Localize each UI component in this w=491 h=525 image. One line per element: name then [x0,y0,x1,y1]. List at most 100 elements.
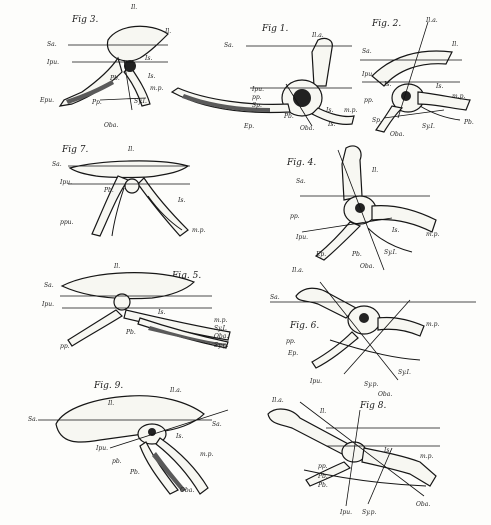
label: Sa. [362,48,372,55]
figure-title: Fig 1. [261,24,288,34]
label: ppu. [60,219,74,226]
label: Pb. [283,113,294,120]
label: Ep. [315,251,326,258]
label: Oba. [214,333,228,340]
label: Is. [175,433,183,440]
label: Oba. [390,131,404,138]
label: m.p. [426,231,439,238]
label: Ipu. [339,509,352,516]
label: Pb. [125,329,136,336]
label: Ipu. [251,86,264,93]
label: Ep. [243,123,254,130]
label: Sp. [252,102,262,109]
label: Il. [107,400,114,407]
figure-title: Fig. 2. [371,19,401,29]
label: Sy.p. [214,342,228,349]
figure-title: Fig. 4. [286,158,316,168]
figure-3: Fig 3. Il. Il. Sa. Ipu. Is. Is. Pb. m.p.… [39,4,171,129]
label: m.p. [150,85,163,92]
label: Il. [451,41,458,48]
label: Sa. [270,294,280,301]
label: Is. [383,81,391,88]
label: Sa. [296,178,306,185]
label: Il. [371,167,378,174]
label: Sa. [224,42,234,49]
label: Is. [383,447,391,454]
label: Il. [113,263,120,270]
label: m.p. [426,321,439,328]
label: Il.a. [311,32,324,39]
figure-5: Fig. 5. Il. Sa. Ipu. Is. Pb. pp. m.p. Sy… [41,263,231,350]
label: Sy.p. [362,509,376,516]
label: pp. [364,97,374,104]
figure-title: Fig 7. [61,145,88,155]
label: Ipu. [46,59,59,66]
figure-8: Fig 8. Il.a. Il. Is. m.p. pp. Pb. Pb. Ip… [267,397,440,516]
figure-title: Fig 8. [359,401,386,411]
figure-9: Fig. 9. Il. Il.a. Sa. Sa. Ipu. Is. pb. P… [28,381,229,495]
label: Il.a. [169,387,182,394]
label: Il.a. [425,17,438,24]
label: Ipu. [59,179,72,186]
label: Ipu. [295,234,308,241]
label: Oba. [416,501,430,508]
figure-title: Fig. 5. [171,271,201,281]
figure-4: Fig. 4. Il. Sa. pp. Ipu. Is. Ep. Sy.I. P… [286,145,439,271]
label: Ipu. [309,378,322,385]
figure-1: Fig 1. Il.a. Sa. Ipu. pp. Sp. Ep. Pb. Is… [170,24,357,132]
label: pb. [112,458,122,465]
label: Is. [325,107,333,114]
label: m.p. [200,451,213,458]
label: Is. [157,309,165,316]
label: Il. [319,408,326,415]
label: Sy.I. [384,249,397,256]
figure-6: Fig. 6. Il.a. Sa. pp. Ep. Ipu. Sy.p. Sy.… [270,267,476,398]
label: Is. [391,227,399,234]
label: Pb. [103,187,114,194]
label: Sy.I. [214,325,227,332]
label: Sy.I. [422,123,435,130]
label: Oba. [180,487,194,494]
figure-title: Fig. 6. [289,321,319,331]
label: Sy.I. [134,98,147,105]
label: m.p. [344,107,357,114]
label: pp. [60,343,70,350]
label: Sa. [212,421,222,428]
label: Pb. [109,75,120,82]
label: Oba. [360,263,374,270]
label: Epu. [39,97,54,104]
label: pp. [290,213,300,220]
label: Is. [144,55,152,62]
label: Is. [177,197,185,204]
label: Pb. [317,473,328,480]
label: Oba. [104,122,118,129]
label: m.p. [452,93,465,100]
label: Il.a. [271,397,284,404]
label: Sp. [372,117,382,124]
label: Ipu. [95,445,108,452]
label: Pb. [317,482,328,489]
label: Ipu. [361,71,374,78]
label: pp. [286,338,296,345]
label: Il.a. [291,267,304,274]
label: Il. [130,4,137,11]
label: pp. [252,94,262,101]
label: m.p. [214,317,227,324]
label: Is. [147,73,155,80]
label: Pb. [463,119,474,126]
label: Sa. [52,161,62,168]
label: Pb. [129,469,140,476]
label: Il. [127,146,134,153]
label: Is. [327,121,335,128]
figure-title: Fig 3. [71,15,98,25]
figure-title: Fig. 9. [93,381,123,391]
label: Sa. [44,282,54,289]
label: Is. [435,83,443,90]
label: Il. [164,28,171,35]
label: pp. [318,463,328,470]
label: Sy.p. [364,381,378,388]
label: Oba. [378,391,392,398]
label: Sa. [28,416,38,423]
label: Ipu. [41,301,54,308]
